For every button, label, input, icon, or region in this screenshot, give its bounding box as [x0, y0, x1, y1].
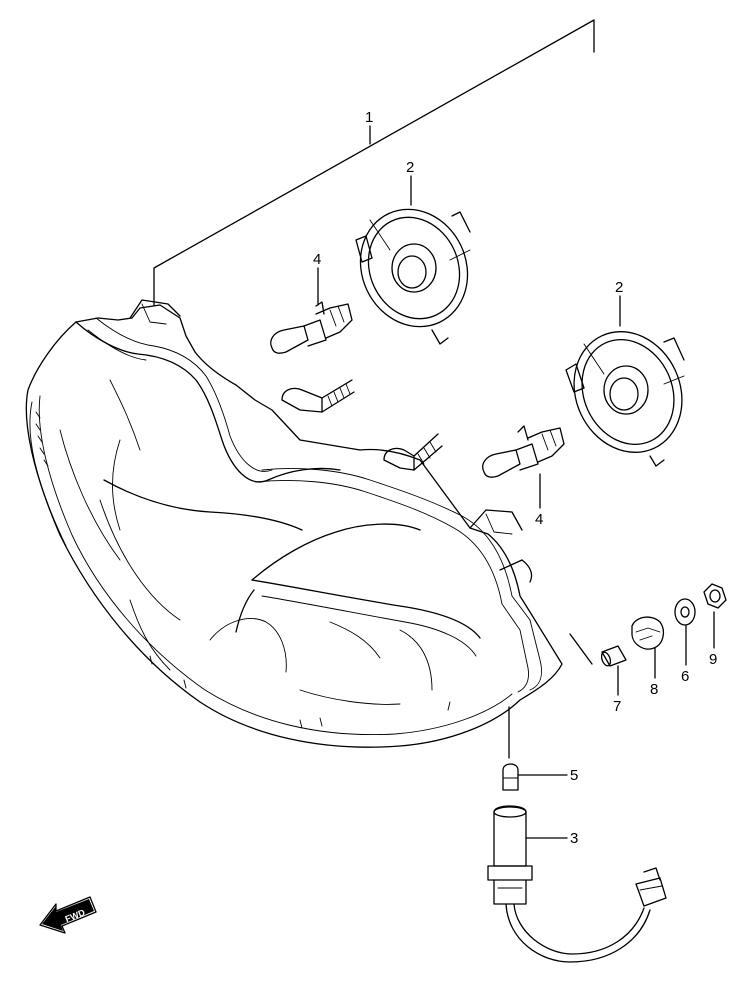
callout-7: 7 — [613, 698, 621, 715]
bulb-socket-3 — [487, 805, 667, 963]
adjuster-screw-upper — [281, 379, 355, 413]
headlight-housing — [25, 299, 563, 748]
spacer-7 — [600, 645, 627, 667]
h4-bulb-lower — [482, 425, 565, 478]
nut-9 — [703, 583, 727, 609]
callout-4-upper: 4 — [313, 251, 321, 268]
position-bulb-5 — [502, 763, 519, 791]
callout-labels: 1 2 2 3 4 4 5 6 7 8 9 — [313, 109, 717, 847]
callout-2-lower: 2 — [615, 279, 623, 296]
callout-9: 9 — [709, 651, 717, 668]
washer-6 — [674, 598, 696, 626]
callout-8: 8 — [650, 681, 658, 698]
callout-1: 1 — [365, 109, 373, 126]
adjuster-screw-lower — [383, 433, 443, 471]
h4-bulb-upper — [270, 301, 353, 354]
callout-2-upper: 2 — [406, 159, 414, 176]
bulb-cover-upper — [355, 208, 471, 345]
callout-4-lower: 4 — [535, 511, 543, 528]
callout-3: 3 — [570, 830, 578, 847]
grommet-8 — [631, 616, 665, 650]
forward-arrow-icon: FWD — [39, 896, 97, 934]
leader-lines — [153, 19, 715, 839]
lens-hatching — [35, 411, 451, 729]
callout-5: 5 — [570, 767, 578, 784]
bulb-cover-lower — [565, 331, 685, 467]
callout-6: 6 — [681, 668, 689, 685]
